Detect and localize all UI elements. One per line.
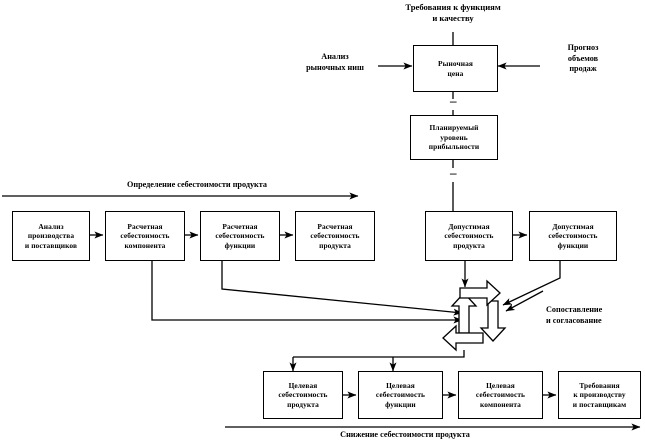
minus-sign-2: –	[450, 165, 457, 180]
annotation-cost-determination: Определение себестоимости продукта	[126, 180, 267, 189]
arrow-calcfunc-to-cycle	[221, 261, 463, 316]
arrow-calcprod-to-cycle	[151, 261, 463, 324]
node-target-cost-function[interactable]: Целевая себестоимость функции	[358, 371, 443, 419]
title-requirements-functions-quality: Требования к функциям и качеству	[405, 2, 501, 23]
minus-sign-1: –	[450, 93, 457, 108]
node-requirements-production-suppliers[interactable]: Требования к производству и поставщикам	[558, 371, 641, 419]
node-market-price[interactable]: Рыночная цена	[413, 45, 498, 92]
node-calculated-cost-component[interactable]: Расчетная себестоимость компонента	[105, 211, 185, 261]
node-target-cost-product[interactable]: Целевая себестоимость продукта	[263, 371, 343, 419]
node-calculated-cost-product[interactable]: Расчетная себестоимость продукта	[295, 211, 375, 261]
node-planned-profitability[interactable]: Планируемый уровень прибыльности	[410, 115, 498, 160]
node-production-analysis[interactable]: Анализ производства и поставщиков	[12, 211, 90, 261]
cycle-arrows-icon	[442, 279, 507, 352]
arrow-label-to-cycle	[505, 290, 544, 312]
node-allowable-cost-function[interactable]: Допустимая себестоимость функции	[529, 211, 617, 261]
node-calculated-cost-function[interactable]: Расчетная себестоимость функции	[200, 211, 280, 261]
node-sales-forecast: Прогноз объемов продаж	[567, 43, 599, 73]
annotation-comparison-coordination: Сопоставление и согласование	[546, 305, 603, 325]
annotation-cost-reduction: Снижение себестоимости продукта	[340, 430, 470, 439]
node-target-cost-component[interactable]: Целевая себестоимость компонента	[458, 371, 543, 419]
line-cycle-bottom-rail	[293, 350, 465, 358]
arrow-allowfunc-to-cycle	[502, 261, 561, 306]
node-allowable-cost-product[interactable]: Допустимая себестоимость продукта	[425, 211, 513, 261]
node-niche-analysis: Анализ рыночных ниш	[306, 52, 364, 72]
